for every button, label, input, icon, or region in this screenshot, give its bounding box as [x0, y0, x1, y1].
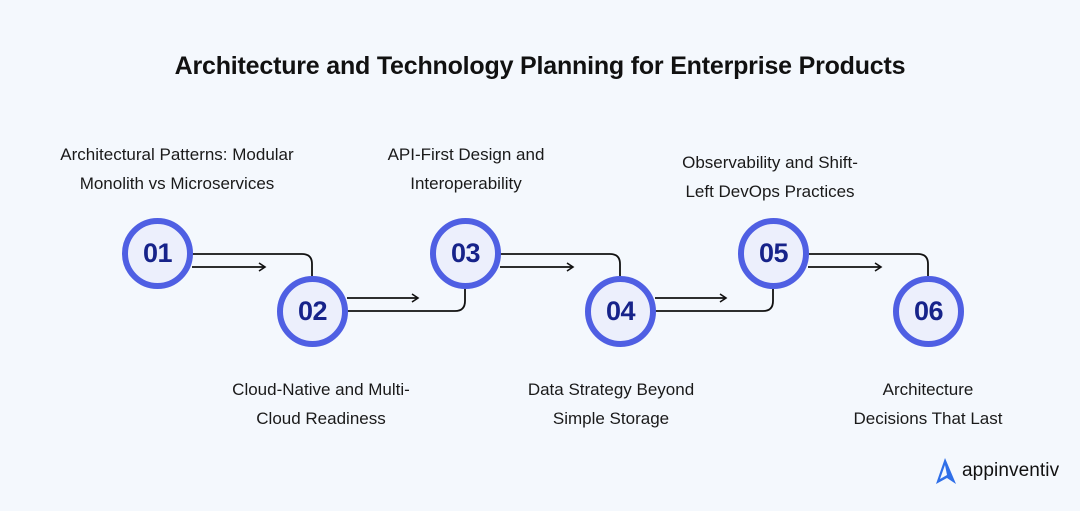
step-05-label-line2: Left DevOps Practices — [685, 182, 855, 201]
step-04-label: Data Strategy Beyond Simple Storage — [461, 375, 761, 433]
step-02-label-line1: Cloud-Native and Multi- — [232, 380, 410, 399]
step-05-label: Observability and Shift- Left DevOps Pra… — [620, 148, 920, 206]
brand-logo: appinventiv — [932, 456, 1059, 486]
step-05-circle: 05 — [738, 218, 809, 289]
page-title: Architecture and Technology Planning for… — [174, 52, 906, 80]
step-01-circle: 01 — [122, 218, 193, 289]
step-04-circle: 04 — [585, 276, 656, 347]
step-06-circle: 06 — [893, 276, 964, 347]
step-06-label: Architecture Decisions That Last — [778, 375, 1078, 433]
step-04-label-line1: Data Strategy Beyond — [527, 380, 695, 399]
step-04-label-line2: Simple Storage — [552, 409, 670, 428]
step-01-label-line1: Architectural Patterns: Modular — [60, 145, 294, 164]
step-01-label-line2: Monolith vs Microservices — [79, 174, 275, 193]
step-02-label: Cloud-Native and Multi- Cloud Readiness — [171, 375, 471, 433]
step-06-label-line1: Architecture — [882, 380, 974, 399]
step-03-label-line2: Interoperability — [410, 174, 522, 193]
step-03-label: API-First Design and Interoperability — [316, 140, 616, 198]
step-06-label-line2: Decisions That Last — [853, 409, 1003, 428]
step-03-label-line1: API-First Design and — [387, 145, 545, 164]
step-01-label: Architectural Patterns: Modular Monolith… — [27, 140, 327, 198]
brand-name: appinventiv — [962, 460, 1060, 481]
step-05-label-line1: Observability and Shift- — [682, 153, 858, 172]
step-02-label-line2: Cloud Readiness — [256, 409, 386, 428]
appinventiv-a-logo-icon — [936, 458, 956, 484]
step-02-circle: 02 — [277, 276, 348, 347]
step-03-circle: 03 — [430, 218, 501, 289]
